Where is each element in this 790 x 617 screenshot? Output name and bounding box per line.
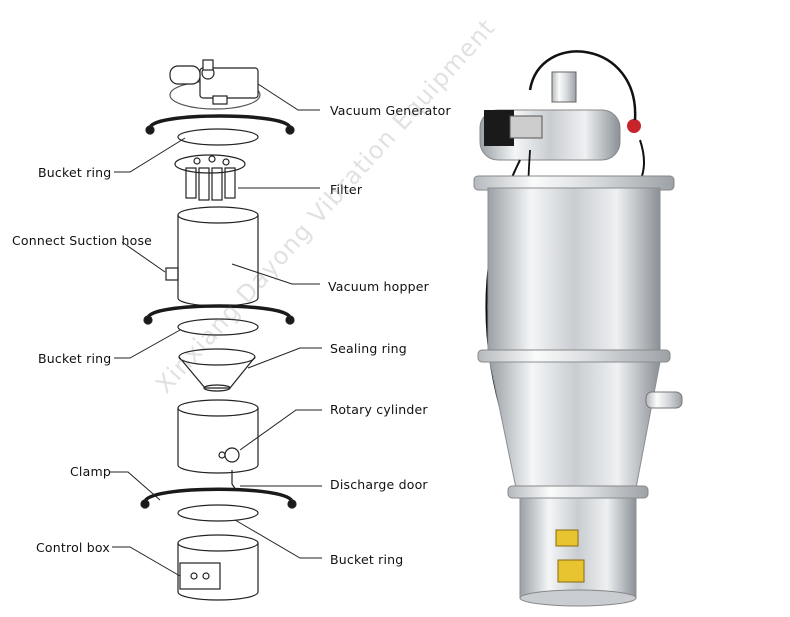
control-box-part: [177, 534, 259, 601]
assembled-machine-photo: [473, 50, 683, 607]
label-control-box: Control box: [36, 540, 110, 555]
label-bucket-ring-2: Bucket ring: [38, 351, 112, 366]
bucket-ring-3-part: [140, 487, 297, 522]
rotary-cylinder-part: [177, 399, 259, 491]
label-rotary-cylinder: Rotary cylinder: [330, 402, 428, 417]
leader-vacuum-hopper: [231, 263, 320, 285]
leader-bucket-ring-2: [114, 329, 181, 359]
label-connect-suction-hose: Connect Suction hose: [12, 233, 153, 248]
label-vacuum-generator: Vacuum Generator: [330, 103, 451, 118]
label-filter: Filter: [330, 182, 363, 197]
exploded-drawing: [140, 59, 297, 601]
bucket-ring-1-part: [145, 114, 295, 146]
vacuum-generator-part: [169, 59, 261, 110]
leader-control-box: [112, 546, 181, 577]
leader-vacuum-generator: [257, 83, 320, 111]
sealing-ring-part: [178, 348, 256, 392]
leader-rotary-cylinder: [239, 409, 322, 451]
leader-lines: [110, 83, 322, 577]
label-sealing-ring: Sealing ring: [330, 341, 407, 356]
leader-bucket-ring-3: [234, 519, 322, 559]
leader-clamp: [110, 471, 161, 501]
label-vacuum-hopper: Vacuum hopper: [328, 279, 429, 294]
label-bucket-ring-1: Bucket ring: [38, 165, 112, 180]
label-clamp: Clamp: [70, 464, 111, 479]
leader-bucket-ring-1: [114, 137, 186, 173]
vacuum-hopper-part: [165, 206, 259, 307]
label-bucket-ring-3: Bucket ring: [330, 552, 404, 567]
leader-sealing-ring: [247, 347, 322, 369]
bucket-ring-2-part: [143, 304, 295, 336]
leader-suction-hose: [121, 241, 166, 273]
label-discharge-door: Discharge door: [330, 477, 428, 492]
filter-part: [174, 154, 246, 201]
